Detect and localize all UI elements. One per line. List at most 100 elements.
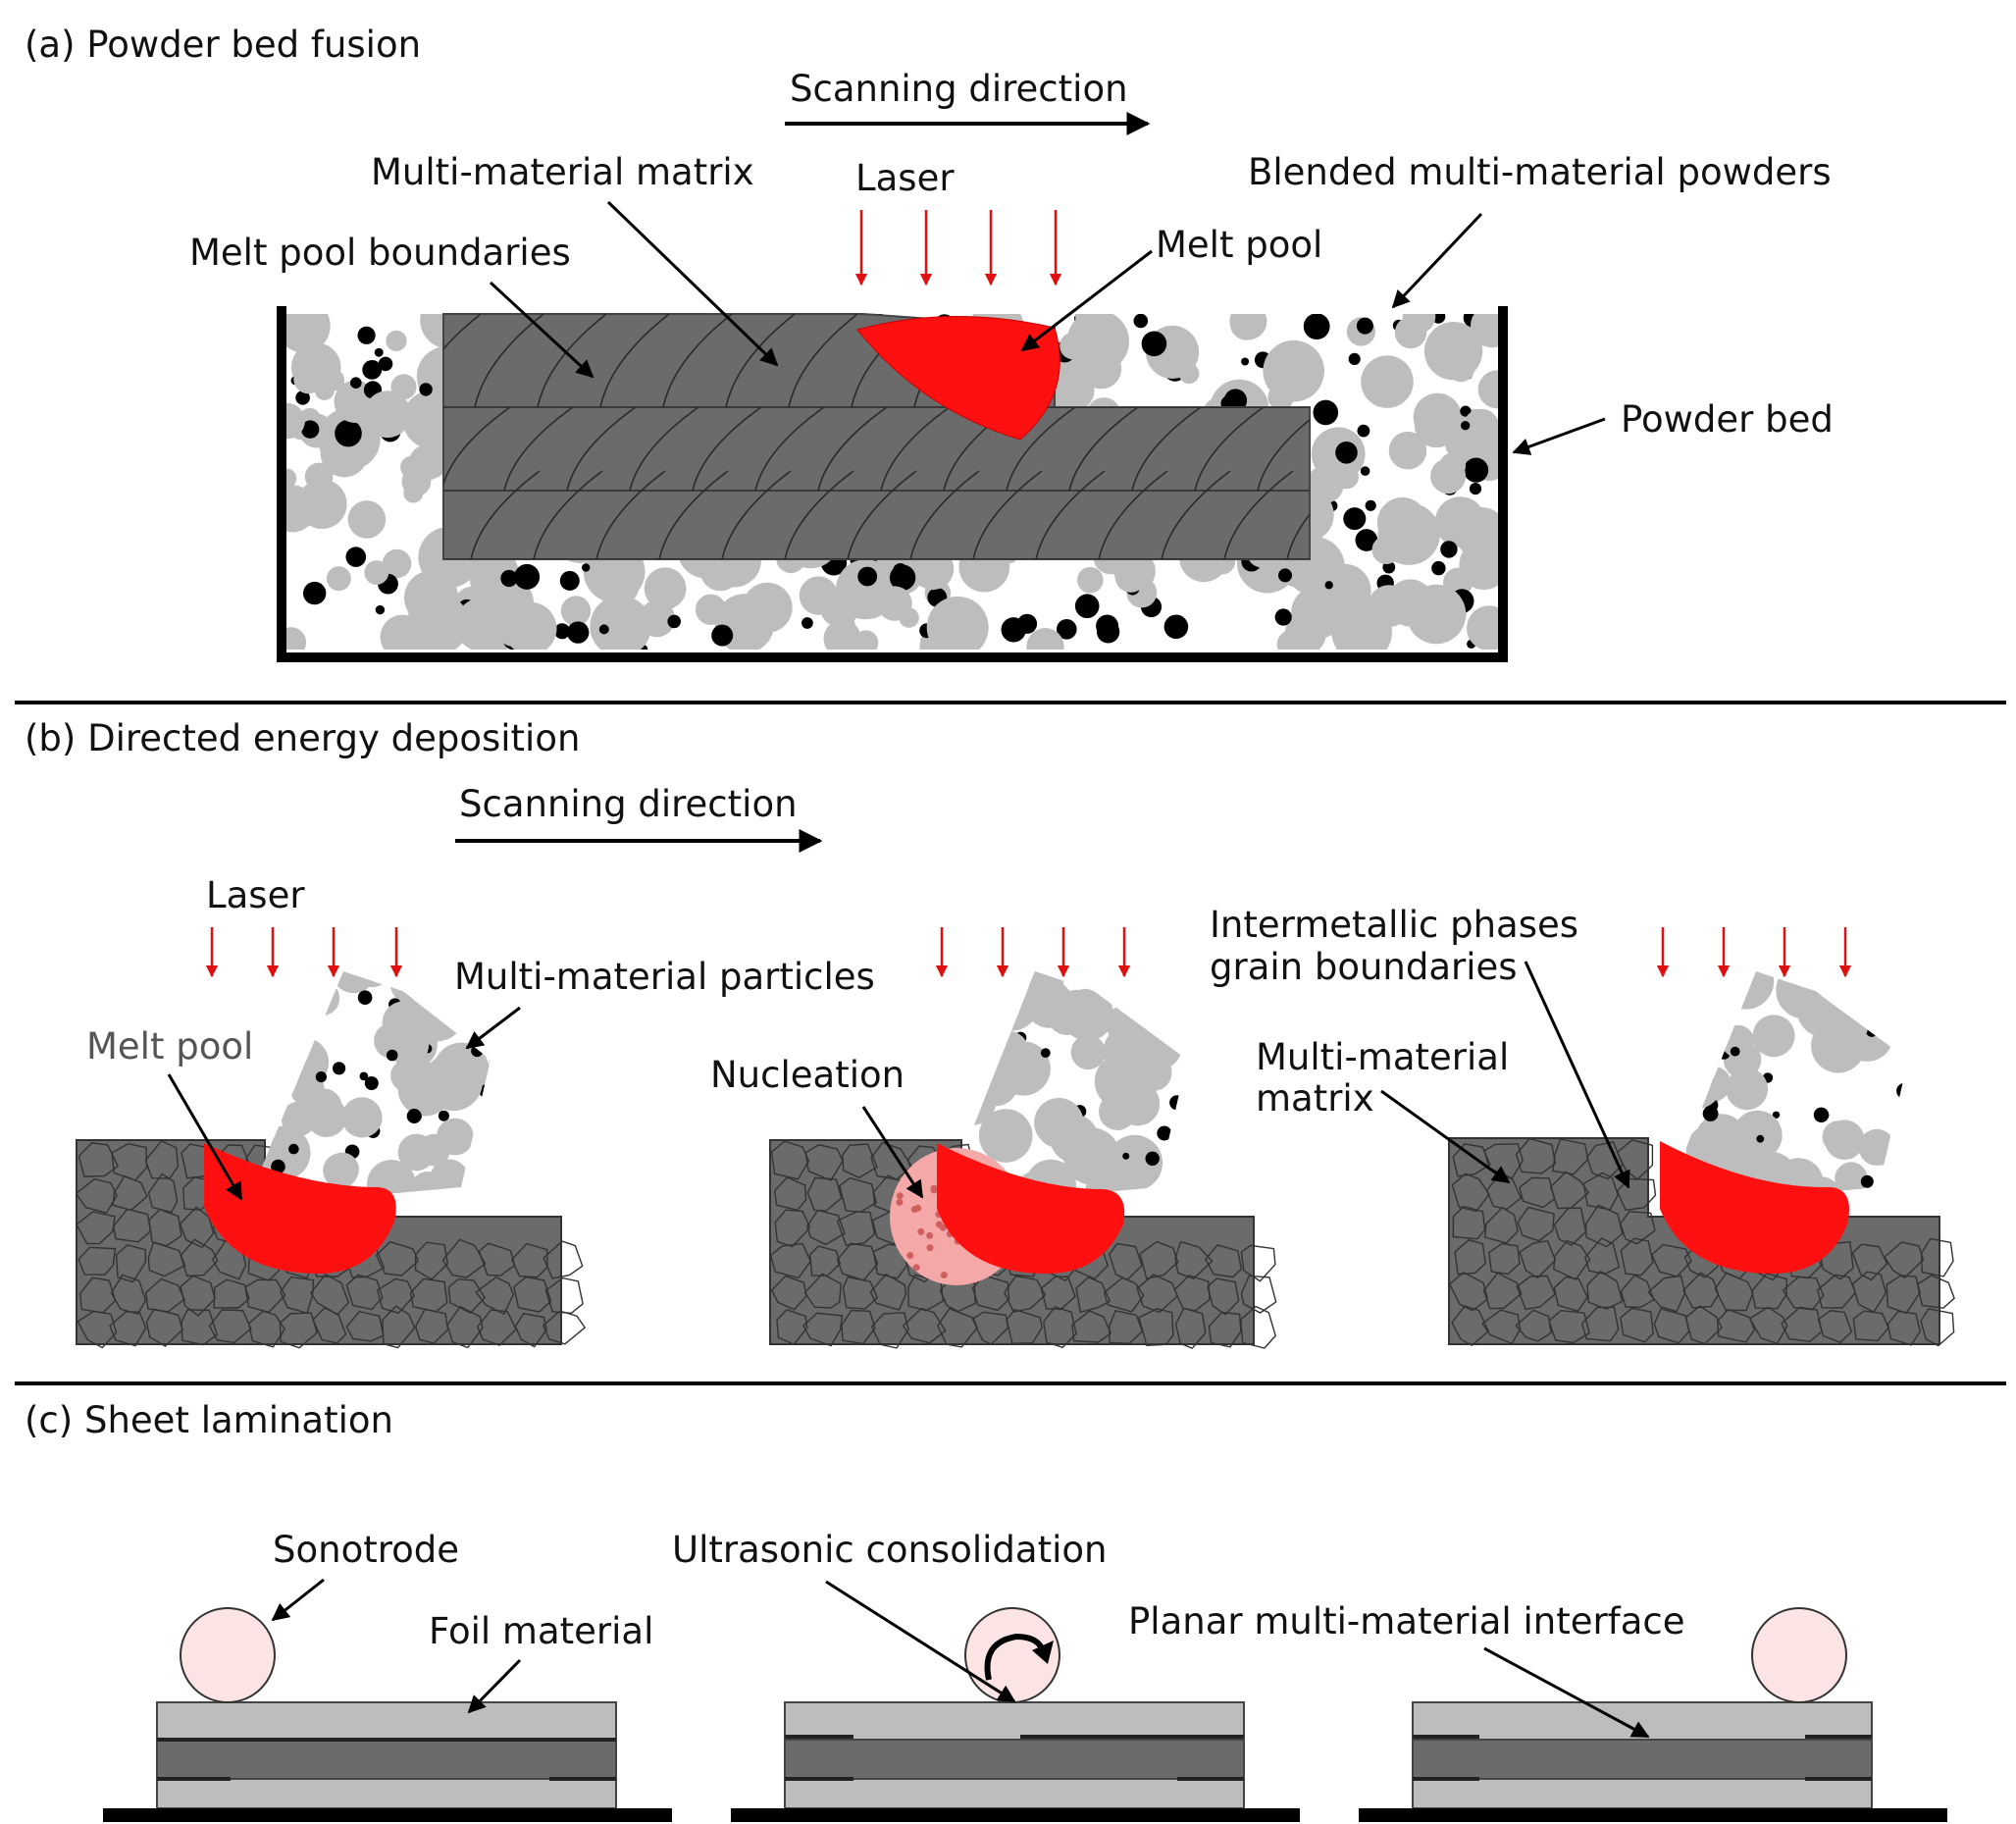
grain-boundary: [1620, 1237, 1654, 1277]
light-feed-particle: [1034, 1098, 1084, 1148]
grain-boundary: [513, 1276, 552, 1313]
light-feed-particle: [1822, 1120, 1855, 1154]
melt-pool-boundary-arc: [662, 314, 733, 408]
grain-boundary: [1616, 1177, 1657, 1212]
grain-boundary: [1852, 1310, 1889, 1342]
melt-pool-boundary-arc: [692, 406, 762, 492]
light-powder-particle: [853, 630, 879, 650]
light-feed-particle: [1876, 998, 1908, 1033]
grain-boundary: [1483, 1206, 1519, 1244]
grain-boundary: [1043, 1306, 1077, 1349]
foil-bottom-1: [156, 1778, 617, 1809]
light-powder-particle: [284, 314, 331, 353]
dark-feed-particle: [1756, 1134, 1765, 1143]
grain-boundary: [841, 1309, 876, 1345]
light-powder-particle: [832, 614, 855, 638]
foil-pointer: [467, 1658, 522, 1714]
melt-pool-boundary-arc: [533, 470, 603, 559]
panel-b-directed-energy-deposition: (b) Directed energy deposition Scanning …: [25, 717, 1955, 1350]
grain-boundary: [1519, 1176, 1556, 1209]
planar-interface-pointer: [1483, 1646, 1650, 1739]
dark-powder-particle: [378, 356, 393, 372]
grain-boundary: [1883, 1241, 1925, 1279]
melt-pool-boundary-arc: [470, 470, 541, 559]
light-feed-particle: [1191, 1067, 1237, 1113]
dark-feed-particle: [1135, 1009, 1145, 1018]
grain-boundary: [1582, 1172, 1619, 1211]
multi-material-matrix-label-line1: Multi-material: [1256, 1036, 1509, 1078]
light-feed-particle: [950, 1078, 997, 1125]
dark-feed-particle: [438, 1110, 449, 1121]
dark-powder-particle: [1348, 352, 1361, 365]
melt-pool-boundary-arc: [503, 406, 574, 492]
dark-feed-particle: [259, 1084, 270, 1095]
grain-boundary: [147, 1173, 179, 1214]
grain-boundary: [1553, 1276, 1588, 1313]
light-powder-particle: [1459, 540, 1501, 590]
dark-powder-particle: [801, 617, 813, 629]
grain-boundary: [1452, 1205, 1486, 1240]
powder-bed-pointer: [1512, 417, 1606, 455]
dark-powder-particle: [711, 624, 734, 647]
melt-pool-boundary-arc: [1068, 406, 1139, 492]
grain-boundary: [279, 1312, 318, 1349]
light-powder-particle: [1456, 512, 1492, 548]
foil-mid-2: [784, 1739, 1245, 1780]
melt-pool-boundary-arc: [784, 470, 854, 559]
light-powder-particle: [1377, 502, 1440, 565]
dark-feed-particle: [1200, 1129, 1214, 1143]
dark-powder-particle: [1356, 317, 1373, 335]
grain-boundary: [1682, 1272, 1720, 1309]
panel-a-melt-pool-label: Melt pool: [1156, 224, 1322, 266]
grain-boundary: [1448, 1272, 1489, 1312]
dark-feed-particle: [972, 1043, 981, 1051]
light-feed-particle: [509, 1131, 542, 1164]
ultrasonic-consolidation-label: Ultrasonic consolidation: [672, 1529, 1107, 1571]
grain-boundary: [1139, 1240, 1179, 1280]
panel-b-laser-beams: [205, 927, 1852, 978]
light-powder-particle: [595, 562, 640, 607]
panel-b-laser-label: Laser: [206, 874, 305, 916]
panel-c-sheet-lamination: (c) Sheet lamination: [25, 1399, 1947, 1822]
grain-boundary: [375, 1240, 420, 1277]
powder-bed-container: [277, 306, 1508, 662]
nucleation-label: Nucleation: [710, 1054, 905, 1096]
light-powder-particle: [326, 566, 351, 592]
grain-boundary: [769, 1242, 812, 1279]
dark-powder-particle: [1357, 424, 1370, 438]
dark-feed-particle: [471, 1045, 484, 1058]
nucleation-pointer: [861, 1106, 924, 1199]
grain-boundary: [1515, 1137, 1557, 1174]
dark-feed-particle: [1139, 975, 1148, 985]
melt-pool-boundary-arc: [1131, 406, 1202, 492]
dark-powder-particle: [1460, 405, 1472, 417]
light-powder-particle: [408, 444, 445, 481]
lamination-stack-1: [103, 1607, 672, 1822]
dark-feed-particle: [963, 999, 978, 1014]
panel-b-melt-pool-label: Melt pool: [86, 1025, 253, 1068]
light-feed-particle: [1193, 1121, 1244, 1173]
dark-feed-particle: [359, 1071, 369, 1081]
light-powder-particle: [382, 548, 412, 579]
nucleation-dot: [917, 1227, 925, 1235]
light-powder-particle: [1463, 408, 1500, 445]
grain-boundary: [78, 1246, 117, 1276]
light-powder-particle: [1447, 354, 1475, 383]
grain-boundary: [446, 1305, 484, 1349]
nucleation-dot: [896, 1198, 904, 1206]
light-powder-particle: [695, 594, 727, 625]
light-feed-particle: [1158, 971, 1187, 1001]
dark-feed-particle: [1740, 984, 1747, 992]
grain-boundary: [842, 1143, 878, 1179]
blended-powders-label: Blended multi-material powders: [1248, 151, 1832, 193]
dark-powder-particle: [567, 621, 590, 644]
dark-feed-particle: [1912, 975, 1919, 982]
melt-pool-boundary-arc: [443, 314, 482, 408]
dark-feed-particle: [315, 1071, 327, 1083]
dark-powder-particle: [1163, 614, 1189, 640]
dark-feed-particle: [386, 1049, 398, 1062]
foil-top-1: [156, 1701, 617, 1741]
grain-boundary: [1516, 1275, 1557, 1311]
grain-boundary: [1240, 1275, 1277, 1314]
